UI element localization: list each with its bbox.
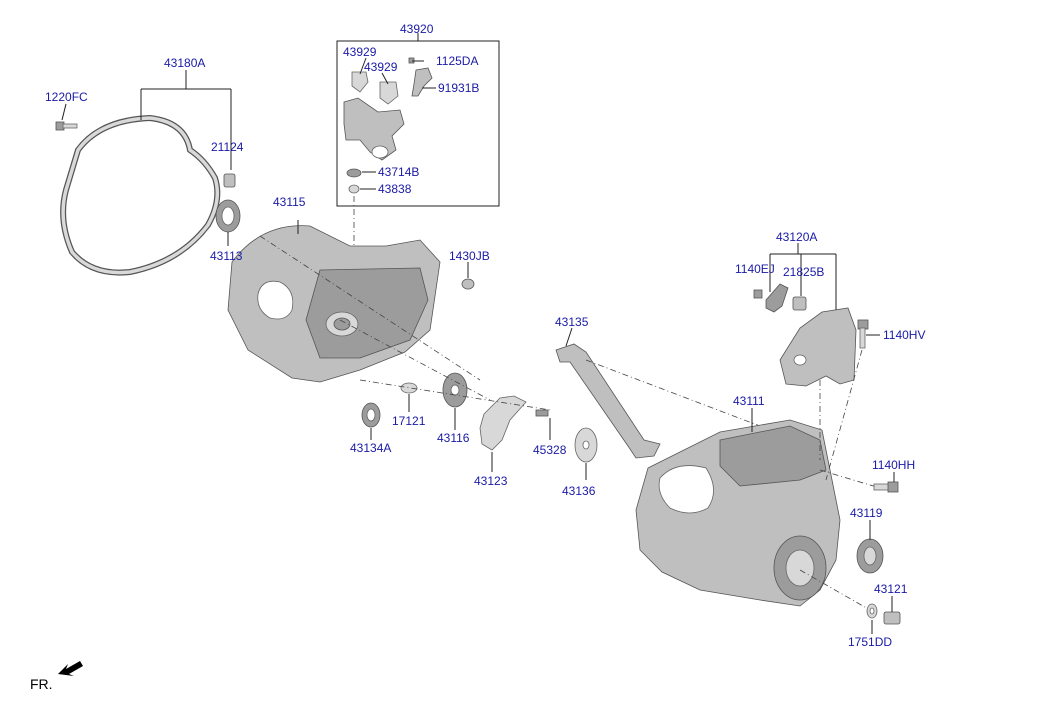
label-43113[interactable]: 43113 <box>210 249 243 263</box>
front-direction-arrow-icon <box>58 661 83 676</box>
bracket-43120A <box>753 243 880 481</box>
label-17121[interactable]: 17121 <box>392 414 426 428</box>
gasket <box>60 70 232 276</box>
washer-1751DD <box>866 603 878 634</box>
label-1140HH[interactable]: 1140HH <box>872 458 915 472</box>
label-43121[interactable]: 43121 <box>874 582 908 596</box>
label-1751DD[interactable]: 1751DD <box>848 635 892 649</box>
seal-43119 <box>856 520 884 574</box>
label-21124[interactable]: 21124 <box>211 140 244 154</box>
label-43136[interactable]: 43136 <box>562 484 596 498</box>
label-43838[interactable]: 43838 <box>378 182 412 196</box>
plug-43121 <box>883 596 901 625</box>
bolt-1140HH <box>873 472 899 493</box>
oil-seal-43113 <box>215 199 241 246</box>
plug-1430JB <box>461 262 475 290</box>
shift-fork-parts <box>343 57 433 258</box>
label-43134A[interactable]: 43134A <box>350 441 391 455</box>
label-43929-b[interactable]: 43929 <box>364 60 398 74</box>
dowel-21124 <box>223 173 236 188</box>
label-43135[interactable]: 43135 <box>555 315 589 329</box>
label-1140HV[interactable]: 1140HV <box>883 328 925 342</box>
label-43123[interactable]: 43123 <box>474 474 508 488</box>
front-indicator-label: FR. <box>30 676 53 692</box>
label-43111[interactable]: 43111 <box>733 394 765 408</box>
shift-fork-leaders <box>359 57 436 190</box>
label-43119[interactable]: 43119 <box>850 506 883 520</box>
label-43116[interactable]: 43116 <box>437 431 470 445</box>
label-21825B[interactable]: 21825B <box>783 265 824 279</box>
label-1125DA[interactable]: 1125DA <box>436 54 478 68</box>
center-lines-front <box>259 235 551 411</box>
small-parts-front <box>361 372 598 480</box>
label-91931B[interactable]: 91931B <box>438 81 479 95</box>
transaxle-case <box>635 408 881 611</box>
label-45328[interactable]: 45328 <box>533 443 567 457</box>
label-43180A[interactable]: 43180A <box>164 56 205 70</box>
label-1430JB[interactable]: 1430JB <box>449 249 490 263</box>
clutch-housing <box>227 220 441 383</box>
label-1220FC[interactable]: 1220FC <box>45 90 88 104</box>
label-43920[interactable]: 43920 <box>400 22 434 36</box>
label-1140EJ[interactable]: 1140EJ <box>735 262 775 276</box>
label-43120A[interactable]: 43120A <box>776 230 817 244</box>
label-43115[interactable]: 43115 <box>273 195 306 209</box>
bracket-43135 <box>555 327 761 459</box>
bolt-1220FC <box>55 103 78 131</box>
shift-fork-box <box>336 33 500 207</box>
label-43929-a[interactable]: 43929 <box>343 45 377 59</box>
label-43714B[interactable]: 43714B <box>378 165 419 179</box>
